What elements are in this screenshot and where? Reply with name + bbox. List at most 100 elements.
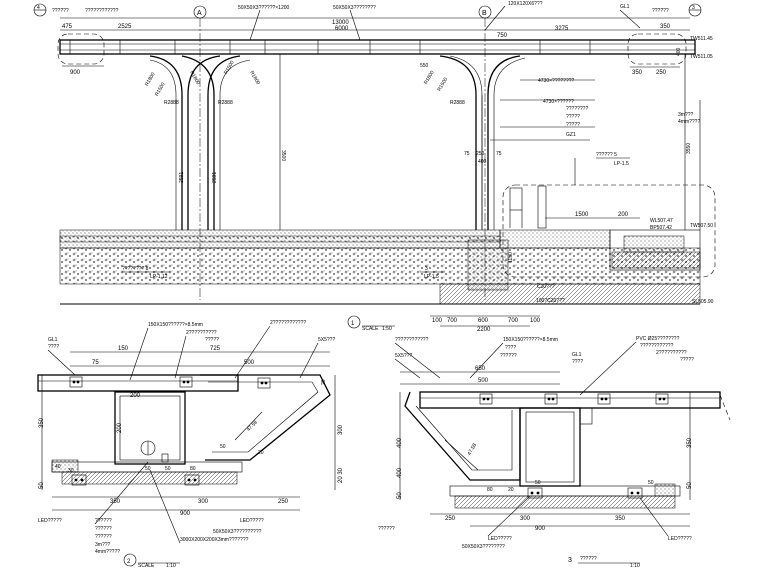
d2-dim-50v2: 50 bbox=[145, 466, 151, 472]
title-2-number: 2 bbox=[127, 559, 131, 565]
d2-dim-50-r: 50 bbox=[220, 444, 226, 450]
dim-600: 600 bbox=[478, 318, 489, 324]
dim-750: 750 bbox=[497, 33, 508, 39]
radius-r2888-b: R2888 bbox=[218, 100, 233, 106]
detail-callout-right bbox=[627, 33, 687, 65]
dim-3550: 3550 bbox=[686, 143, 692, 154]
dim-2591-b: 2591 bbox=[212, 172, 218, 183]
d3-note-a: ???? bbox=[505, 345, 516, 351]
dim-400-col: 400 bbox=[478, 159, 487, 165]
d2-dim-200v: 200 bbox=[117, 422, 123, 433]
ground-section bbox=[59, 229, 701, 305]
d3-base-plate bbox=[449, 485, 681, 497]
d3-spec-5x5: 5X5??? bbox=[395, 353, 412, 359]
top-note-left: ???????????? bbox=[85, 8, 119, 14]
elev-sl50590: SL505.90 bbox=[692, 299, 714, 305]
ref-5: ?????? 5 bbox=[596, 152, 617, 158]
title-bubble-2 bbox=[123, 553, 137, 567]
d2-dim-350: 350 bbox=[110, 499, 121, 505]
dim-100-b: 100 bbox=[530, 318, 541, 324]
d2-dim-75: 75 bbox=[92, 360, 99, 366]
note-3m: 3m??? bbox=[678, 112, 694, 118]
d3-pvc-2: ???????????? bbox=[640, 343, 674, 349]
gl1-top-label: GL1 bbox=[620, 4, 630, 10]
callout-4-note: ?????? bbox=[52, 8, 69, 14]
dim-475: 475 bbox=[62, 24, 73, 30]
d2-dim-20: 20 bbox=[258, 450, 264, 456]
d2-note-q2: ?????? bbox=[95, 526, 112, 532]
d3-main-beam bbox=[419, 391, 721, 409]
d2-led-1: LED????? bbox=[38, 518, 62, 524]
d3-column bbox=[519, 407, 581, 487]
ref-5-sheet: LP-1.5 bbox=[614, 161, 629, 167]
d2-dim-725: 725 bbox=[210, 346, 221, 352]
d3-dim-400: 400 bbox=[397, 437, 403, 448]
callout-3-label: 3 bbox=[692, 5, 695, 11]
roof-beam bbox=[59, 39, 696, 55]
d2-spec-5x5: 5X5??? bbox=[318, 337, 335, 343]
radius-r1500-b: R1500 bbox=[223, 60, 236, 76]
dim-400-right: 400 bbox=[676, 47, 682, 56]
dim-3500: 3500 bbox=[280, 150, 286, 161]
dim-900: 900 bbox=[70, 70, 81, 76]
elevation-view: A B 4 ?????? 3 ?????? GL1 120X120X6??? ?… bbox=[33, 1, 716, 333]
elev-tw51145: TW511.45 bbox=[690, 36, 713, 42]
d2-spec-50x50: 50X50X3?????????? bbox=[213, 529, 262, 535]
spec-purlin-a: 50X50X3??????×1200 bbox=[238, 5, 290, 11]
column-right bbox=[439, 55, 526, 230]
d2-note-4mm: 4mm????? bbox=[95, 549, 120, 555]
bench bbox=[509, 185, 547, 229]
title-3-note: ?????? bbox=[580, 556, 597, 562]
detail-callout-left bbox=[57, 33, 105, 65]
note-q2: ????? bbox=[566, 114, 580, 120]
note-c30: C30??? bbox=[537, 284, 555, 290]
dim-75-a: 75 bbox=[464, 151, 470, 157]
note-4730-b: 4730×?????? bbox=[543, 99, 574, 105]
radius-r2888-c: R2888 bbox=[450, 100, 465, 106]
title-1-scale-value: 1:50 bbox=[382, 326, 392, 332]
title-3-scale-value: 1:10 bbox=[630, 563, 640, 569]
d3-pvc-3: 2?????????? bbox=[656, 350, 687, 356]
detail-2: GL1 ???? 150X150??????×8.5mm 2??????????… bbox=[37, 320, 344, 569]
d2-spec-2: 2?????????? bbox=[186, 330, 217, 336]
note-gravel: 100?C20??? bbox=[536, 298, 565, 304]
dim-1150: 1150 bbox=[508, 252, 514, 263]
callout-4-label: 4 bbox=[37, 5, 40, 11]
dim-2525: 2525 bbox=[118, 24, 132, 30]
detail-3: ???????????? 5X5??? 150X150??????×8.5mm … bbox=[378, 336, 731, 569]
footing bbox=[467, 239, 509, 291]
d3-pvc: PVC Ø25???????? bbox=[636, 336, 680, 342]
d3-dim-650: 650 bbox=[475, 366, 486, 372]
d3-cantilever bbox=[404, 391, 521, 481]
beam-spec-top: 120X120X6??? bbox=[508, 1, 543, 7]
d3-note-b: ?????? bbox=[500, 353, 517, 359]
d2-note-3m: 3m??? bbox=[95, 542, 111, 548]
title-2-scale: SCALE bbox=[138, 563, 155, 569]
title-3-number: 3 bbox=[568, 557, 572, 564]
d2-gl1-sub: ???? bbox=[48, 344, 59, 350]
d3-dim-400b: 400 bbox=[397, 467, 403, 478]
d3-dim-50b: 50 bbox=[687, 482, 693, 489]
d3-dim-4758: 47.58 bbox=[467, 442, 479, 456]
dim-250: 250 bbox=[656, 70, 667, 76]
d2-led-2: LED????? bbox=[240, 518, 264, 524]
dim-3275: 3275 bbox=[555, 26, 569, 32]
d3-dim-50d: 50 bbox=[648, 480, 654, 486]
d2-dim-20-top: 20 bbox=[321, 379, 327, 385]
d3-dim-500: 500 bbox=[478, 378, 489, 384]
d3-dim-50c: 50 bbox=[535, 480, 541, 486]
callout-3-note: ?????? bbox=[652, 8, 669, 14]
spec-purlin-b: 50X50X3???????? bbox=[333, 5, 376, 11]
d2-note-q1: ?????? bbox=[95, 518, 112, 524]
dim-100-a: 100 bbox=[432, 318, 443, 324]
title-bubble-1 bbox=[347, 315, 361, 329]
elev-tw50750: TW507.50 bbox=[690, 223, 713, 229]
dim-2200: 2200 bbox=[477, 327, 491, 333]
d2-dim-500: 500 bbox=[244, 360, 255, 366]
dim-350: 350 bbox=[632, 70, 643, 76]
d2-spec-150: 150X150??????×8.5mm bbox=[148, 322, 203, 328]
radius-r1800-c: R1800 bbox=[248, 70, 261, 86]
gravel-base bbox=[59, 247, 701, 285]
purlin-ticks bbox=[119, 40, 591, 54]
